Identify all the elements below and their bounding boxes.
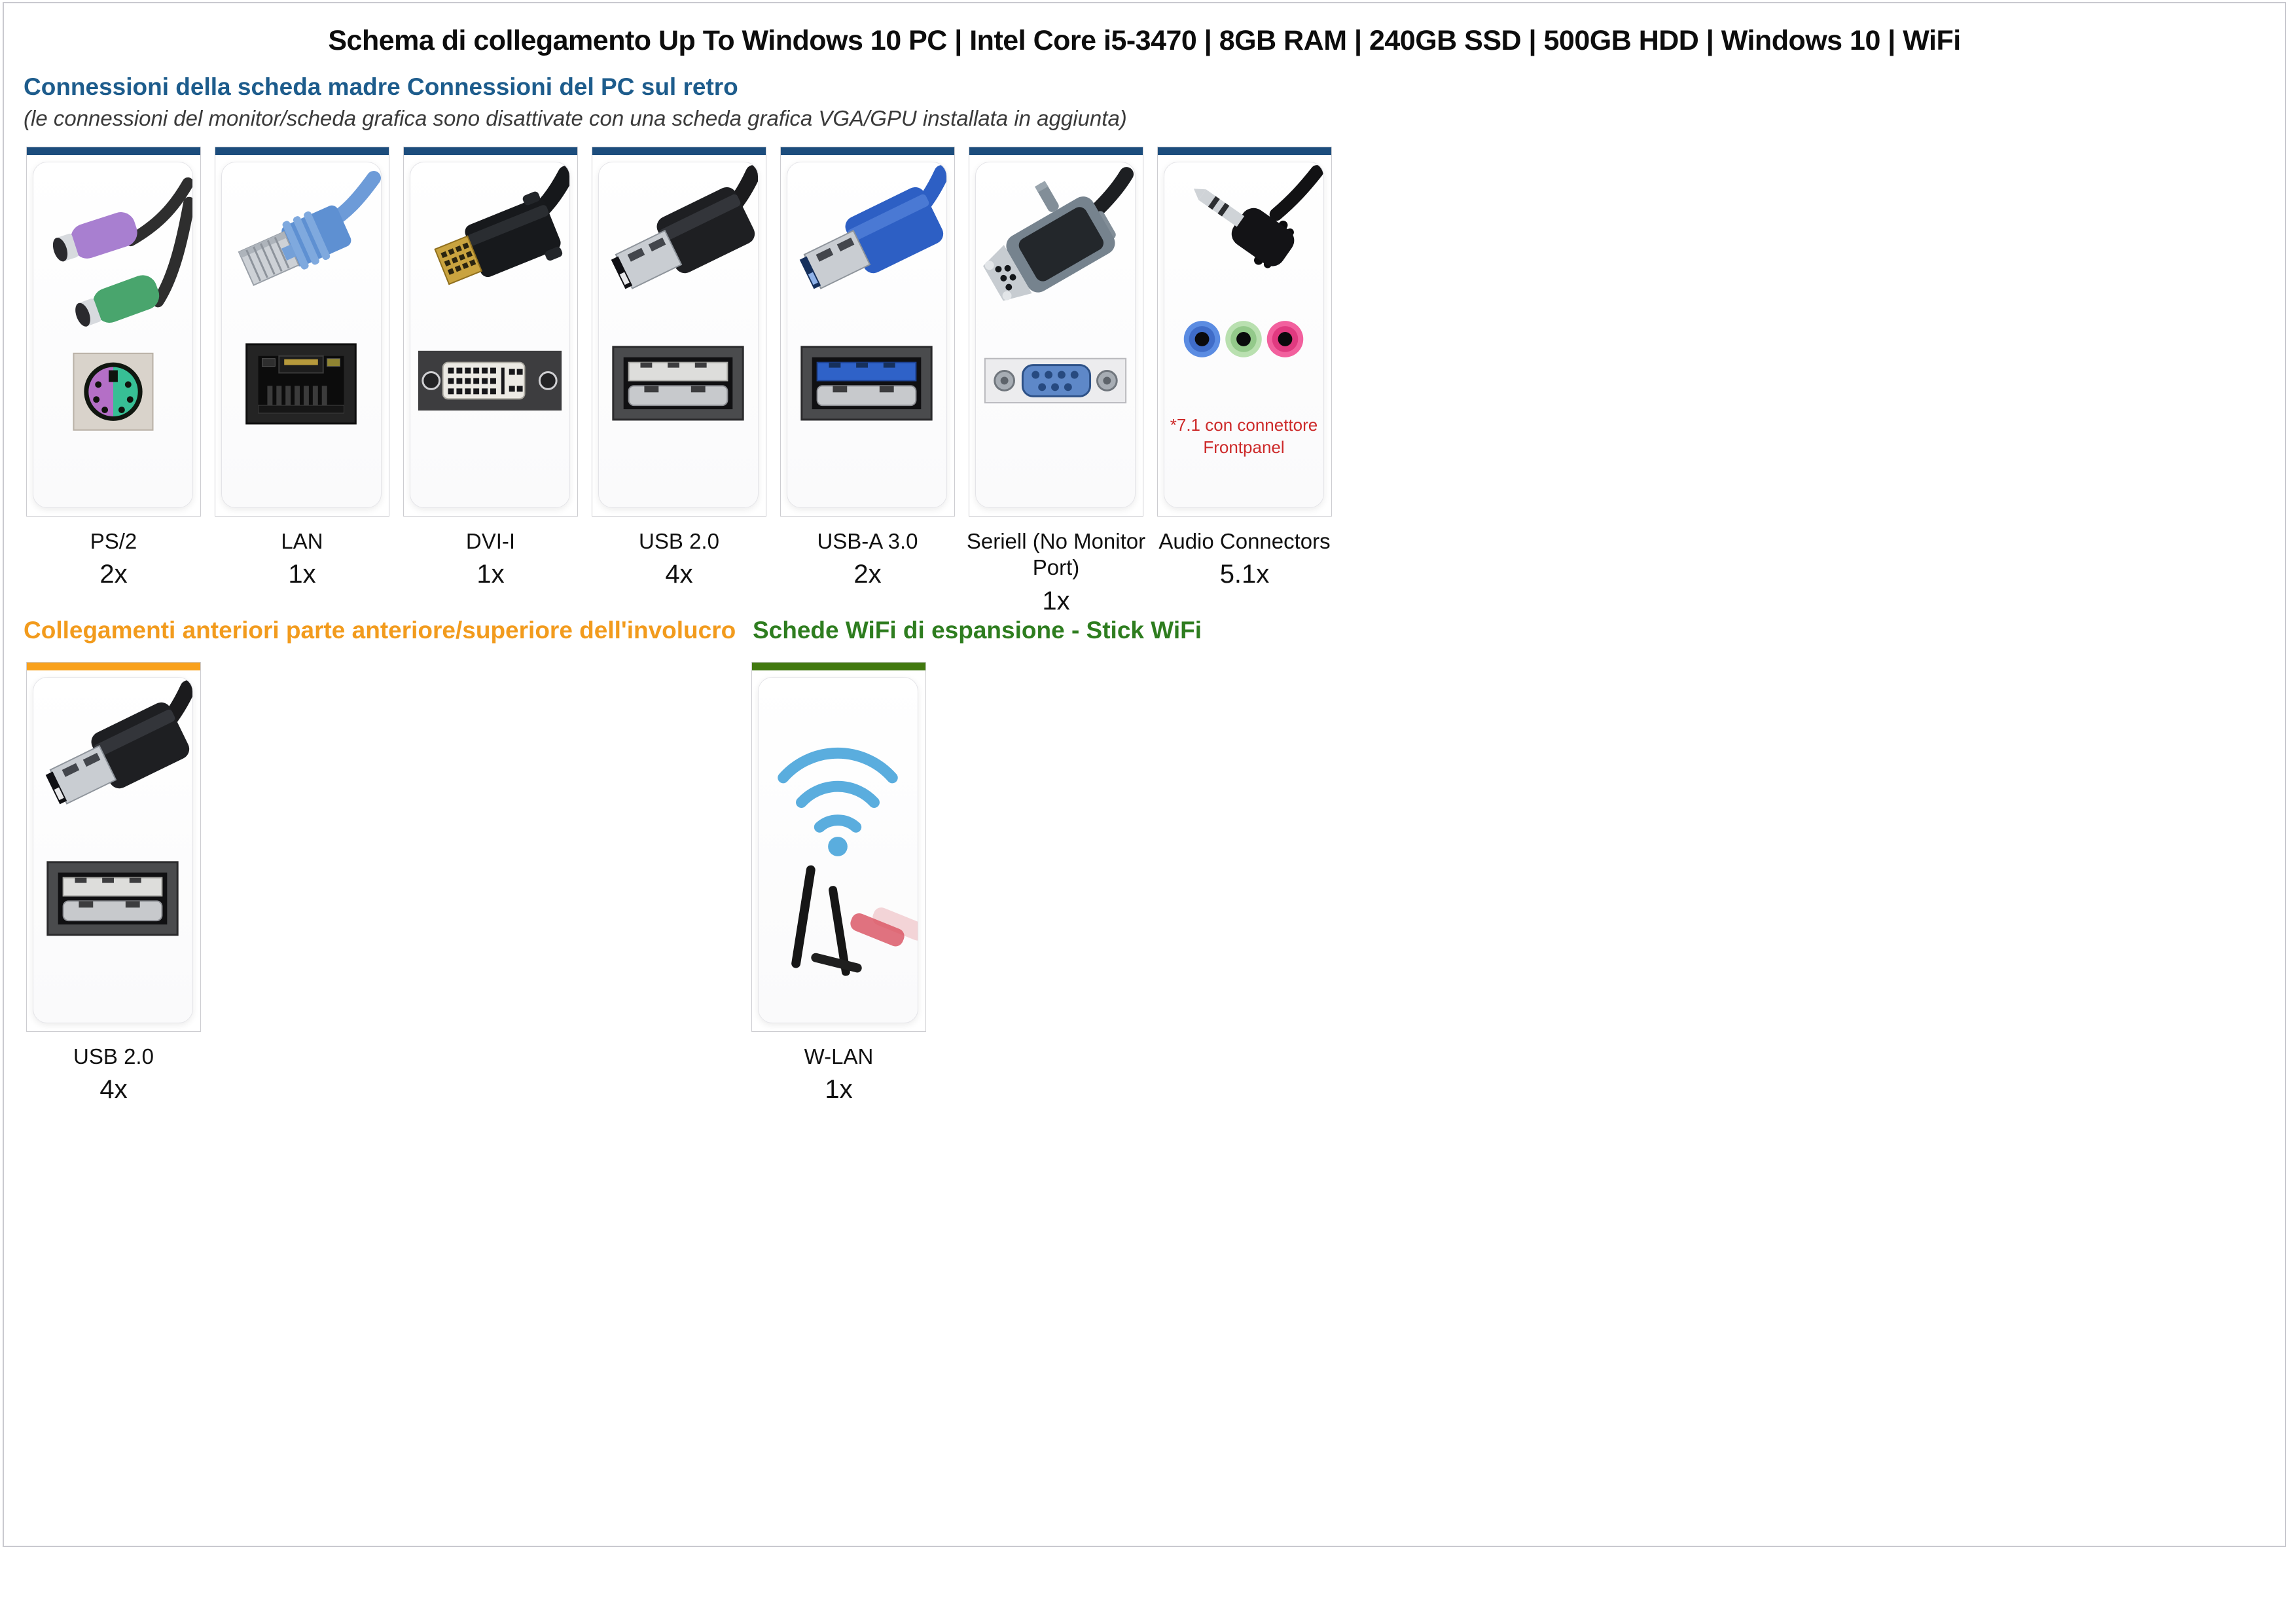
usb2-connector-icon	[45, 680, 192, 936]
dvi-connector-icon	[418, 166, 569, 411]
card-count: 2x	[853, 560, 882, 589]
card-accent-bar	[969, 147, 1143, 155]
card-label: LAN	[281, 529, 323, 553]
connector-card-dvi: DVI-I 1x	[403, 147, 578, 616]
rear-connectors-row: PS/2 2x	[26, 147, 1332, 616]
audio-connector-image: *7.1 con connettore Frontpanel	[1164, 162, 1324, 508]
section-subheading-gpu-note: (le connessioni del monitor/scheda grafi…	[24, 106, 1127, 130]
card-accent-bar	[27, 147, 200, 155]
connector-card-usb3: USB-A 3.0 2x	[780, 147, 955, 616]
card-accent-bar	[592, 147, 766, 155]
card-accent-bar	[404, 147, 577, 155]
wlan-stick-image	[758, 677, 918, 1023]
card-accent-bar	[27, 663, 200, 670]
card-label: Seriell (No Monitor Port)	[966, 529, 1146, 580]
usb3-connector-icon	[799, 165, 946, 421]
page-title: Schema di collegamento Up To Windows 10 …	[328, 25, 1961, 56]
usb2-front-connector-image	[33, 677, 193, 1023]
card-box	[751, 662, 926, 1032]
card-count: 4x	[99, 1075, 128, 1104]
card-box	[592, 147, 766, 517]
serial-connector-image	[975, 162, 1136, 508]
card-label: W-LAN	[804, 1044, 874, 1068]
ps2-connector-image	[33, 162, 193, 508]
card-label: Audio Connectors	[1158, 529, 1331, 553]
card-accent-bar	[215, 147, 389, 155]
card-box	[780, 147, 955, 517]
card-count: 1x	[1042, 586, 1070, 615]
card-count: 1x	[825, 1075, 853, 1104]
card-label: USB 2.0	[639, 529, 719, 553]
usb2-connector-icon	[611, 165, 758, 421]
audio-jack-sockets	[1183, 321, 1304, 357]
wlan-stick-icon	[778, 747, 918, 976]
connector-card-serial: Seriell (No Monitor Port) 1x	[967, 147, 1145, 616]
ps2-connector-icon	[52, 177, 192, 431]
lan-connector-image	[221, 162, 382, 508]
usb3-connector-image	[787, 162, 947, 508]
connector-card-lan: LAN 1x	[215, 147, 389, 616]
audio-frontpanel-note: *7.1 con connettore Frontpanel	[1170, 415, 1318, 458]
section-rear-connectors-header: Connessioni della scheda madre Connessio…	[24, 73, 1127, 131]
card-accent-bar	[781, 147, 954, 155]
connector-card-usb2-rear: USB 2.0 4x	[592, 147, 766, 616]
card-label: USB 2.0	[73, 1044, 154, 1068]
dvi-connector-image	[410, 162, 570, 508]
card-count: 2x	[99, 560, 128, 589]
card-box	[26, 662, 201, 1032]
usb2-connector-image	[598, 162, 759, 508]
card-label: DVI-I	[465, 529, 516, 553]
card-count: 1x	[288, 560, 316, 589]
audio-connector-icon	[1183, 165, 1323, 357]
card-count: 1x	[476, 560, 505, 589]
section-heading-wifi: Schede WiFi di espansione - Stick WiFi	[753, 617, 1202, 644]
serial-connector-icon	[983, 167, 1134, 404]
card-label: PS/2	[90, 529, 137, 553]
section-heading-front-connectors: Collegamenti anteriori parte anteriore/s…	[24, 617, 736, 644]
card-box	[969, 147, 1143, 517]
wifi-antenna	[791, 865, 918, 976]
connector-card-ps2: PS/2 2x	[26, 147, 201, 616]
card-box	[403, 147, 578, 517]
connector-card-usb2-front: USB 2.0 4x	[26, 662, 201, 1104]
card-accent-bar	[1158, 147, 1331, 155]
card-box	[215, 147, 389, 517]
card-count: 5.1x	[1219, 560, 1270, 589]
connector-card-wlan: W-LAN 1x	[751, 662, 926, 1104]
section-heading-motherboard: Connessioni della scheda madre Connessio…	[24, 73, 738, 100]
card-box: *7.1 con connettore Frontpanel	[1157, 147, 1332, 517]
wifi-icon	[778, 747, 898, 833]
card-count: 4x	[665, 560, 693, 589]
connector-card-audio: *7.1 con connettore Frontpanel Audio Con…	[1157, 147, 1332, 616]
card-label: USB-A 3.0	[817, 529, 918, 553]
card-box	[26, 147, 201, 517]
card-accent-bar	[752, 663, 925, 670]
lan-connector-icon	[238, 171, 381, 425]
